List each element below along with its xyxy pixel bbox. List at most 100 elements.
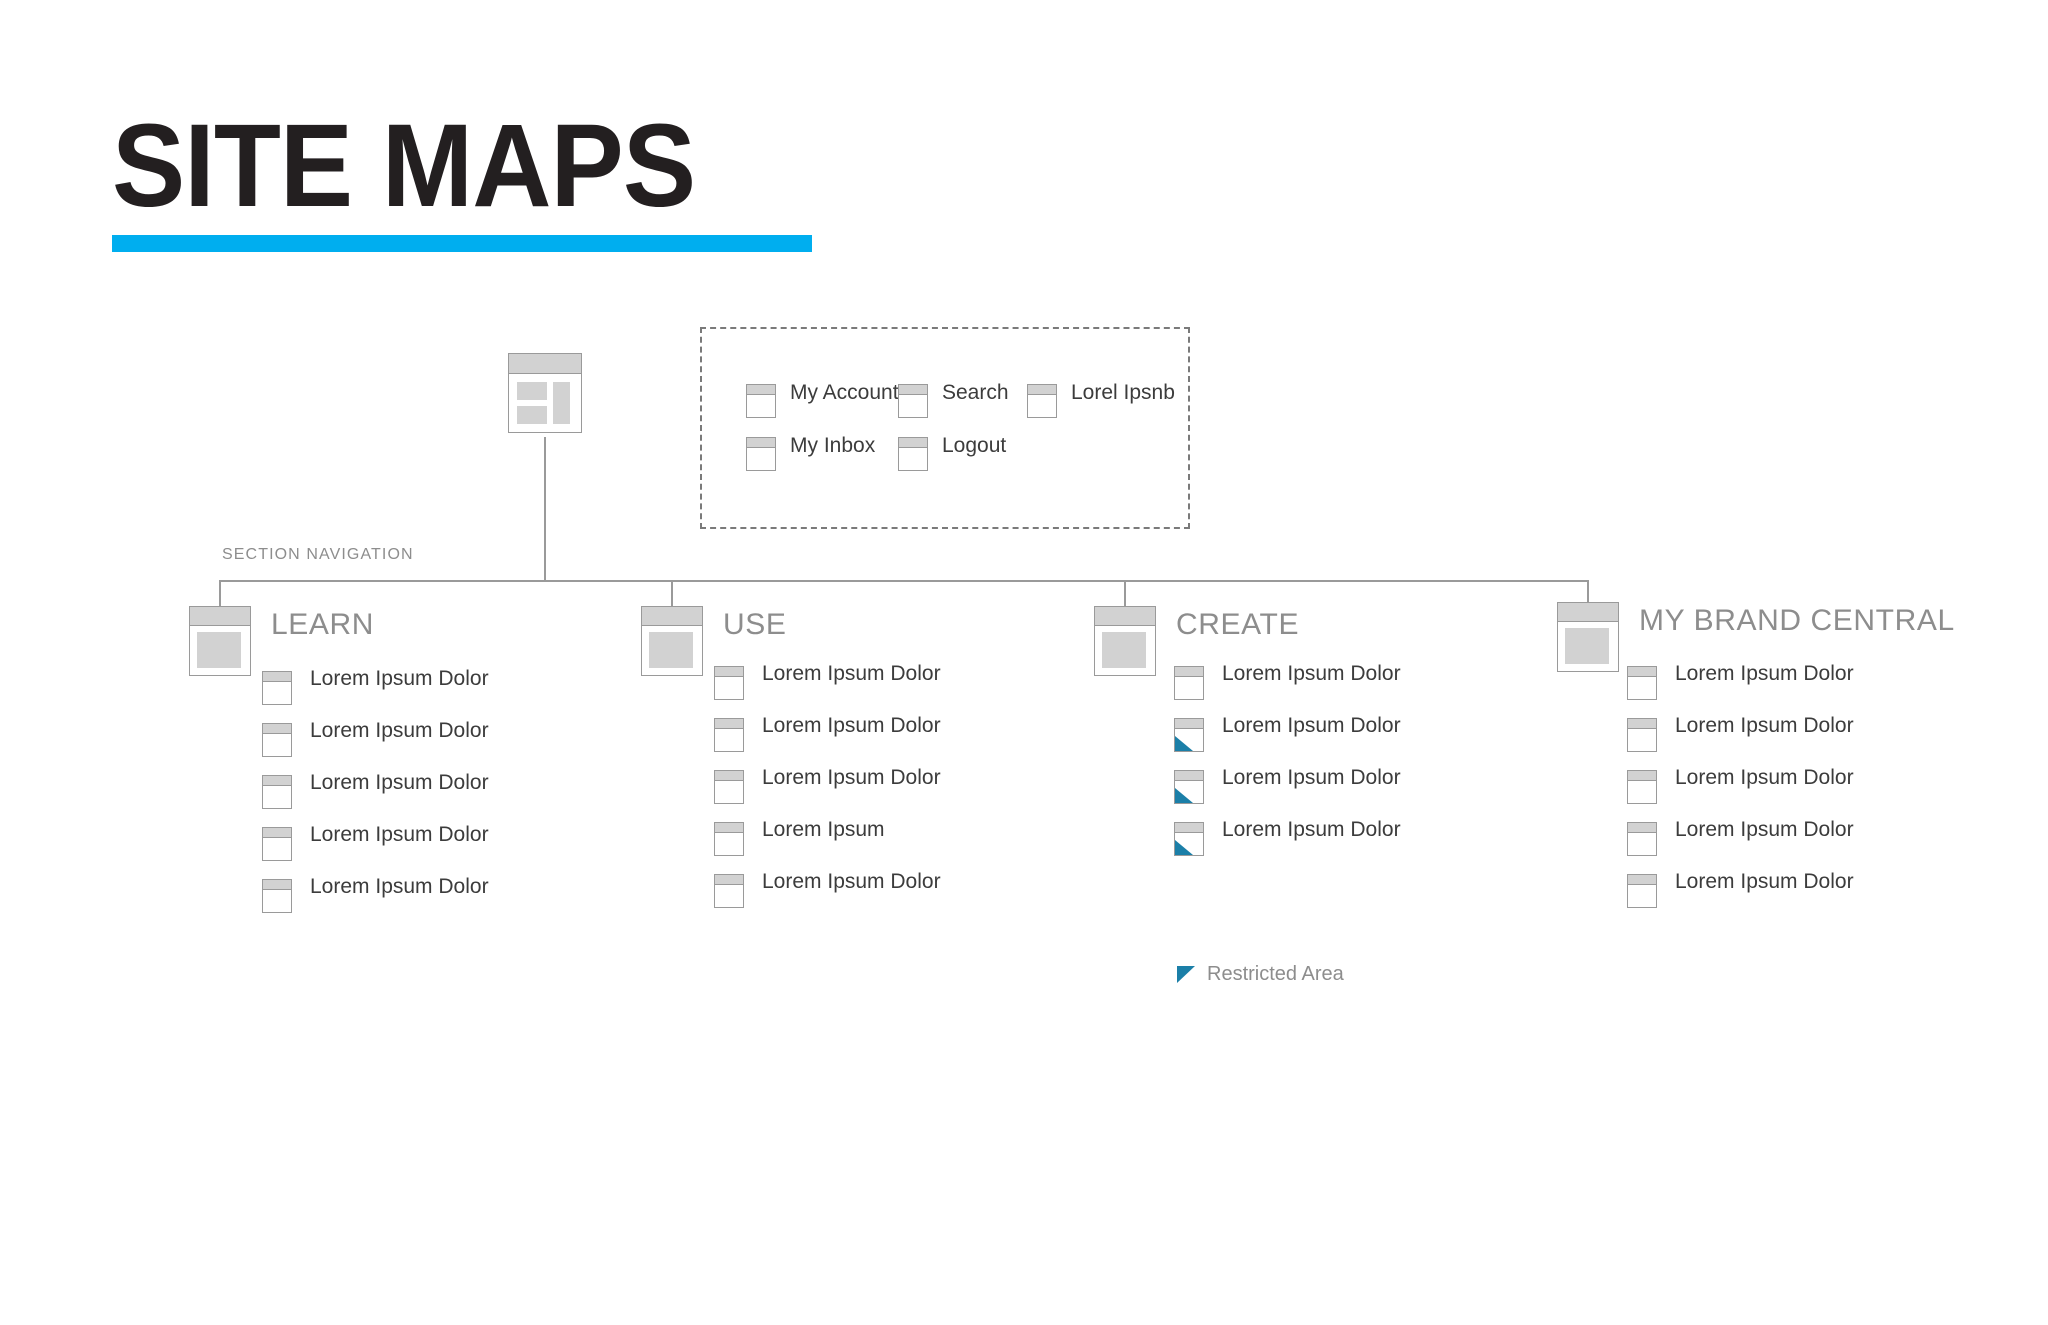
list-item-label: Lorem Ipsum Dolor — [762, 766, 941, 789]
list-item[interactable]: Lorem Ipsum Dolor — [714, 662, 941, 700]
list-item[interactable]: Lorem Ipsum Dolor — [1174, 766, 1401, 804]
page-icon-header-bar — [747, 438, 775, 448]
list-item-label: Lorem Ipsum Dolor — [310, 719, 489, 742]
list-item-label: Lorem Ipsum Dolor — [1675, 818, 1854, 841]
section-icon-header-bar — [1095, 607, 1155, 626]
section-icon-block — [649, 632, 693, 668]
page-icon-header-bar — [1175, 823, 1203, 833]
page-icon-header-bar — [1628, 875, 1656, 885]
page-icon-body — [1628, 729, 1656, 751]
list-item[interactable]: Lorem Ipsum Dolor — [262, 667, 489, 705]
page-icon — [1174, 770, 1204, 804]
section-page-icon — [189, 606, 251, 676]
page-icon-body — [715, 729, 743, 751]
list-item[interactable]: Lorem Ipsum Dolor — [262, 823, 489, 861]
list-item-label: Lorem Ipsum Dolor — [762, 870, 941, 893]
section-icon-block — [1565, 628, 1609, 664]
list-item[interactable]: Lorem Ipsum Dolor — [1627, 818, 1854, 856]
section-icon-header-bar — [190, 607, 250, 626]
list-item-label: Lorem Ipsum Dolor — [762, 662, 941, 685]
page-icon — [1627, 770, 1657, 804]
page-icon-body — [1175, 677, 1203, 699]
section-header-learn[interactable]: LEARN — [189, 606, 374, 676]
page-icon-header-bar — [1175, 719, 1203, 729]
utility-nav-item-lorel-ipsnb[interactable]: Lorel Ipsnb — [1027, 381, 1175, 418]
connector-drop-create — [1124, 580, 1126, 606]
section-header-create[interactable]: CREATE — [1094, 606, 1299, 676]
list-item-label: Lorem Ipsum Dolor — [1222, 714, 1401, 737]
utility-nav-item-my-account[interactable]: My Account — [746, 381, 899, 418]
page-icon-header-bar — [263, 724, 291, 734]
list-item[interactable]: Lorem Ipsum Dolor — [262, 719, 489, 757]
page-icon-body — [263, 838, 291, 860]
utility-nav-item-my-inbox[interactable]: My Inbox — [746, 434, 875, 471]
list-item-label: Lorem Ipsum Dolor — [1675, 662, 1854, 685]
list-item-label: Lorem Ipsum Dolor — [1675, 766, 1854, 789]
page-icon-header-bar — [899, 438, 927, 448]
page-icon-header-bar — [1628, 771, 1656, 781]
list-item-label: Lorem Ipsum Dolor — [1675, 870, 1854, 893]
list-item[interactable]: Lorem Ipsum Dolor — [1627, 766, 1854, 804]
section-use-items: Lorem Ipsum Dolor Lorem Ipsum Dolor Lore… — [714, 662, 941, 926]
section-title: CREATE — [1176, 608, 1300, 641]
page-icon-body — [1628, 833, 1656, 855]
utility-nav-label: Logout — [942, 434, 1007, 457]
list-item[interactable]: Lorem Ipsum Dolor — [714, 714, 941, 752]
list-item-label: Lorem Ipsum Dolor — [1222, 766, 1401, 789]
page-icon-header-bar — [1628, 667, 1656, 677]
page-icon — [1627, 718, 1657, 752]
page-icon — [746, 384, 776, 418]
list-item[interactable]: Lorem Ipsum Dolor — [1627, 870, 1854, 908]
title-accent-rule — [112, 234, 812, 252]
utility-nav-item-logout[interactable]: Logout — [898, 434, 1007, 471]
list-item[interactable]: Lorem Ipsum Dolor — [1174, 818, 1401, 856]
page-icon-header-bar — [1175, 771, 1203, 781]
section-navigation-label: SECTION NAVIGATION — [222, 546, 414, 563]
home-page-icon[interactable] — [508, 353, 582, 433]
connector-root-trunk — [544, 437, 546, 582]
list-item[interactable]: Lorem Ipsum Dolor — [1627, 714, 1854, 752]
page-icon-header-bar — [899, 385, 927, 395]
page-icon — [898, 437, 928, 471]
section-my-brand-central-items: Lorem Ipsum Dolor Lorem Ipsum Dolor Lore… — [1627, 662, 1854, 926]
page-icon-body — [263, 682, 291, 704]
list-item[interactable]: Lorem Ipsum Dolor — [1174, 662, 1401, 700]
list-item[interactable]: Lorem Ipsum Dolor — [714, 766, 941, 804]
page-icon-body — [1628, 885, 1656, 907]
connector-drop-my-brand-central — [1587, 580, 1589, 606]
page-icon-body — [747, 448, 775, 470]
list-item[interactable]: Lorem Ipsum Dolor — [714, 870, 941, 908]
page-icon-body — [715, 781, 743, 803]
connector-section-bus — [219, 580, 1588, 582]
page-icon-body — [715, 677, 743, 699]
page-icon — [714, 718, 744, 752]
connector-drop-learn — [219, 580, 221, 606]
utility-nav-label: My Account — [790, 381, 899, 404]
page-icon-body — [1628, 781, 1656, 803]
page-icon — [714, 822, 744, 856]
section-header-my-brand-central[interactable]: MY BRAND CENTRAL — [1557, 602, 1955, 672]
page-icon-header-bar — [263, 672, 291, 682]
page-icon-body — [1175, 833, 1203, 855]
section-learn-items: Lorem Ipsum Dolor Lorem Ipsum Dolor Lore… — [262, 667, 489, 931]
list-item[interactable]: Lorem Ipsum Dolor — [262, 771, 489, 809]
page-icon-body — [263, 890, 291, 912]
utility-nav-label: Lorel Ipsnb — [1071, 381, 1175, 404]
page-icon — [1627, 874, 1657, 908]
page-icon-body — [899, 395, 927, 417]
page-icon-body — [263, 786, 291, 808]
page-icon-header-bar — [1628, 823, 1656, 833]
list-item-label: Lorem Ipsum — [762, 818, 885, 841]
section-header-use[interactable]: USE — [641, 606, 787, 676]
page-icon — [1174, 666, 1204, 700]
list-item[interactable]: Lorem Ipsum Dolor — [262, 875, 489, 913]
list-item-label: Lorem Ipsum Dolor — [1222, 662, 1401, 685]
page-icon — [262, 671, 292, 705]
page-icon-header-bar — [715, 667, 743, 677]
page-icon-body — [263, 734, 291, 756]
list-item[interactable]: Lorem Ipsum — [714, 818, 941, 856]
list-item[interactable]: Lorem Ipsum Dolor — [1174, 714, 1401, 752]
list-item[interactable]: Lorem Ipsum Dolor — [1627, 662, 1854, 700]
page-icon-header-bar — [263, 776, 291, 786]
utility-nav-item-search[interactable]: Search — [898, 381, 1009, 418]
